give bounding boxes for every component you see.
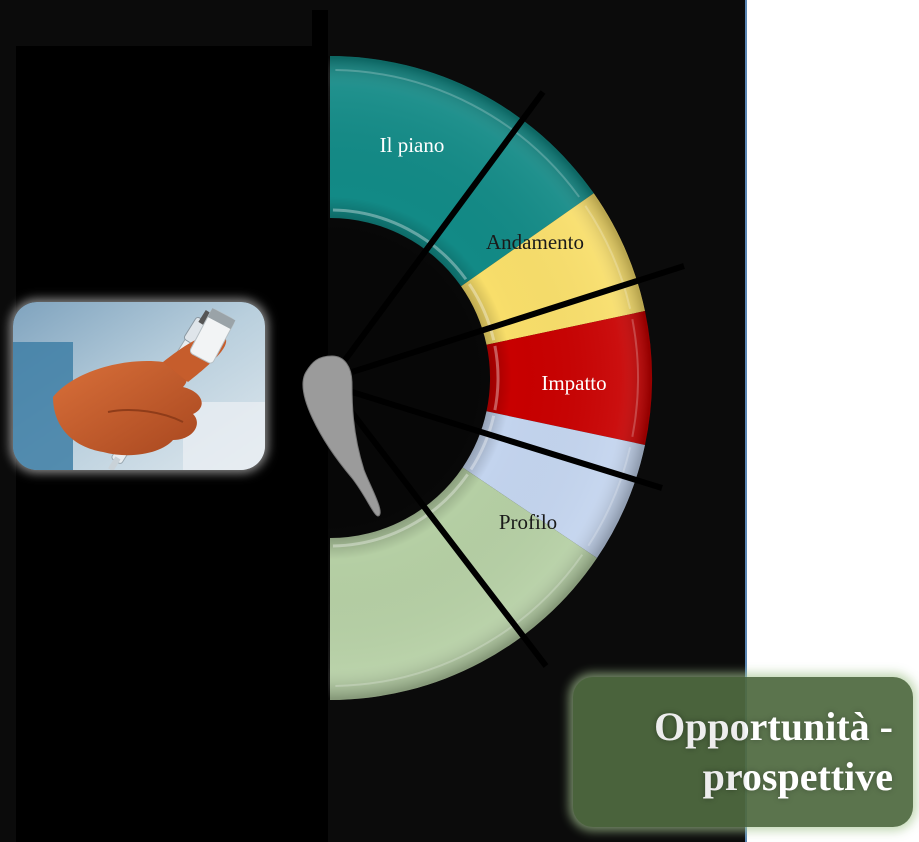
pointer-needle bbox=[302, 355, 381, 517]
ring-highlight-profilo bbox=[469, 415, 496, 471]
ring-highlights bbox=[332, 69, 639, 687]
segment-dividers bbox=[342, 90, 685, 668]
ring-highlight-andamento bbox=[468, 283, 496, 341]
slide-edge-line bbox=[745, 0, 747, 842]
vaccine-photo bbox=[13, 302, 265, 470]
opportunities-line1: Opportunità - bbox=[654, 704, 893, 749]
segment-label-il-piano: Il piano bbox=[380, 133, 445, 157]
ring-highlight-impatto bbox=[493, 345, 500, 411]
opportunities-line2: prospettive bbox=[702, 754, 893, 799]
vaccine-syringe-photo-icon bbox=[13, 302, 265, 470]
ring-outer-highlight-opportunita bbox=[335, 554, 584, 687]
ring-highlight-piano bbox=[332, 208, 468, 281]
opportunities-callout: Opportunità - prospettive bbox=[573, 677, 913, 827]
ring-outer-highlight-piano bbox=[335, 69, 580, 198]
ring-outer-highlight-andamento bbox=[584, 205, 632, 309]
opportunities-text: Opportunità - prospettive bbox=[654, 702, 893, 802]
divider-line-1 bbox=[342, 90, 546, 362]
divider-line-2 bbox=[351, 263, 685, 375]
ring-outer-highlight-profilo bbox=[587, 447, 632, 547]
segment-label-andamento: Andamento bbox=[486, 230, 584, 254]
ring-highlight-opportunita bbox=[332, 473, 469, 548]
divider-line-3 bbox=[351, 389, 663, 491]
divider-line-4 bbox=[347, 408, 549, 668]
ring-outer-highlight-impatto bbox=[631, 319, 639, 437]
segment-label-impatto: Impatto bbox=[541, 371, 606, 395]
segment-label-profilo: Profilo bbox=[499, 510, 557, 534]
